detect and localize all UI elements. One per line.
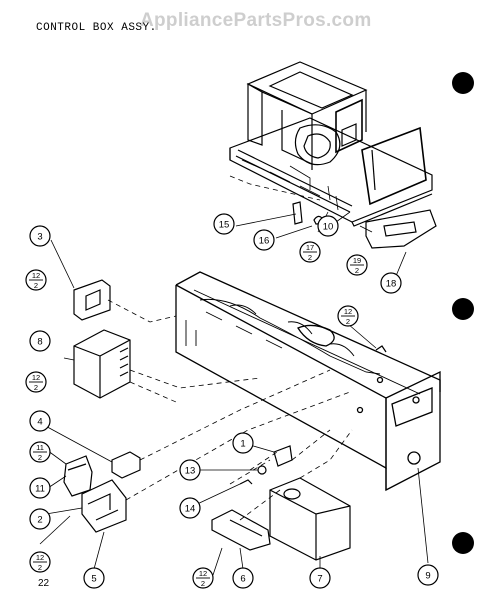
fraction-bottom: 2 bbox=[34, 383, 38, 392]
callout-label: 2 bbox=[37, 515, 42, 526]
callout-label: 18 bbox=[386, 279, 397, 290]
binder-hole-middle bbox=[452, 298, 474, 320]
callout-18: 18 bbox=[380, 272, 402, 294]
fraction-top: 17 bbox=[306, 243, 314, 252]
part-5-detail bbox=[87, 493, 119, 521]
cabinet-assembly bbox=[229, 61, 433, 227]
callout-11: 11 bbox=[29, 477, 51, 499]
part-1-switch bbox=[273, 445, 293, 467]
part-6-edge bbox=[229, 519, 263, 537]
part-18-bracket bbox=[365, 209, 437, 249]
page-number: 22 bbox=[38, 578, 50, 589]
fraction-bottom: 2 bbox=[355, 266, 359, 275]
fraction-top: 11 bbox=[36, 443, 44, 452]
callout-7: 7 bbox=[309, 567, 331, 589]
fraction-callout-12: 122 bbox=[337, 305, 359, 327]
part-3-coil bbox=[85, 289, 101, 311]
fraction-callout-17: 172 bbox=[299, 241, 321, 263]
fraction-top: 12 bbox=[344, 307, 352, 316]
fraction-bottom: 2 bbox=[38, 563, 42, 572]
callout-label: 8 bbox=[37, 337, 42, 348]
part-15 bbox=[292, 201, 303, 225]
callout-label: 13 bbox=[185, 466, 196, 477]
callout-label: 15 bbox=[219, 220, 230, 231]
callout-1: 1 bbox=[232, 432, 254, 454]
fraction-callout-12: 122 bbox=[192, 567, 214, 589]
callout-label: 9 bbox=[425, 571, 430, 582]
fraction-callout-12: 122 bbox=[25, 371, 47, 393]
callout-3: 3 bbox=[29, 225, 51, 247]
binder-hole-top bbox=[452, 72, 474, 94]
fraction-bottom: 2 bbox=[201, 579, 205, 588]
part-7-edges bbox=[269, 489, 351, 560]
part-14-screw bbox=[239, 479, 253, 485]
callout-10: 10 bbox=[317, 215, 339, 237]
callout-15: 15 bbox=[213, 213, 235, 235]
fraction-bottom: 2 bbox=[346, 317, 350, 326]
phantom-lines bbox=[107, 175, 353, 521]
control-box-enclosure bbox=[175, 271, 441, 492]
part-4-terminal bbox=[111, 451, 141, 479]
callout-label: 16 bbox=[259, 236, 270, 247]
fraction-top: 12 bbox=[199, 569, 207, 578]
callout-6: 6 bbox=[232, 567, 254, 589]
fraction-top: 19 bbox=[353, 256, 361, 265]
callout-label: 14 bbox=[185, 504, 196, 515]
part-8-terminals bbox=[119, 347, 129, 377]
part-18-slot bbox=[383, 221, 417, 237]
callout-label: 5 bbox=[91, 574, 96, 585]
callout-4: 4 bbox=[29, 410, 51, 432]
part-3-relay bbox=[73, 279, 111, 321]
part-2-edge bbox=[67, 463, 87, 471]
fraction-callout-19: 192 bbox=[346, 254, 368, 276]
fraction-top: 12 bbox=[36, 553, 44, 562]
callout-label: 6 bbox=[240, 574, 245, 585]
watermark: AppliancePartsPros.com bbox=[140, 10, 372, 31]
fraction-callout-11: 112 bbox=[29, 441, 51, 463]
leader-lines bbox=[39, 211, 429, 576]
callout-13: 13 bbox=[179, 459, 201, 481]
fraction-callout-12: 122 bbox=[29, 551, 51, 573]
callout-label: 3 bbox=[37, 232, 42, 243]
callout-9: 9 bbox=[417, 564, 439, 586]
callout-5: 5 bbox=[83, 567, 105, 589]
part-7-knockout bbox=[283, 488, 301, 500]
fraction-bottom: 2 bbox=[34, 281, 38, 290]
fraction-callout-12: 122 bbox=[25, 269, 47, 291]
callout-2: 2 bbox=[29, 508, 51, 530]
callout-14: 14 bbox=[179, 497, 201, 519]
part-7-cover bbox=[269, 477, 351, 561]
fraction-top: 12 bbox=[32, 271, 40, 280]
callout-label: 10 bbox=[323, 222, 334, 233]
callout-label: 4 bbox=[37, 417, 42, 428]
part-13-nut bbox=[257, 465, 267, 475]
part-12-screw bbox=[375, 345, 387, 353]
part-8-control-board bbox=[73, 329, 131, 399]
fraction-bottom: 2 bbox=[308, 253, 312, 262]
callout-16: 16 bbox=[253, 229, 275, 251]
part-5-contactor bbox=[81, 479, 127, 533]
diagram-title: CONTROL BOX ASSY. bbox=[36, 22, 157, 34]
binder-hole-bottom bbox=[452, 532, 474, 554]
part-2-plug bbox=[63, 455, 93, 497]
part-6-bracket bbox=[211, 509, 271, 551]
callout-label: 11 bbox=[35, 484, 45, 495]
fraction-bottom: 2 bbox=[38, 453, 42, 462]
callout-8: 8 bbox=[29, 330, 51, 352]
part-8-edges bbox=[73, 339, 131, 398]
fraction-top: 12 bbox=[32, 373, 40, 382]
callout-label: 1 bbox=[240, 439, 245, 450]
callout-label: 7 bbox=[317, 574, 322, 585]
